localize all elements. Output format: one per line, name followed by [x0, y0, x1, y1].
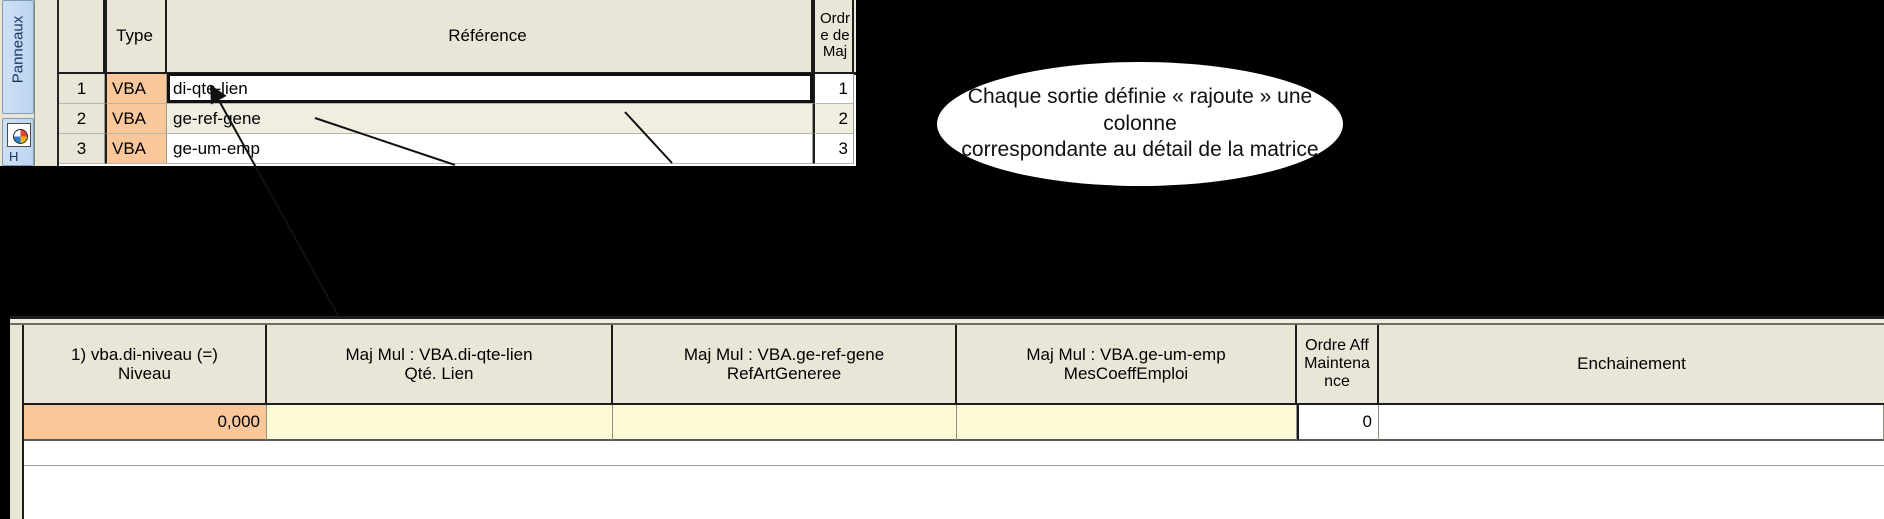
cell-qte-lien[interactable]	[267, 405, 613, 441]
row-ordre-maj[interactable]: 1	[813, 74, 854, 104]
top-col-header-type[interactable]: Type	[105, 0, 167, 72]
bottom-col-header-qte-lien[interactable]: Maj Mul : VBA.di-qte-lien Qté. Lien	[267, 325, 613, 403]
cell-mescoeffemploi[interactable]	[957, 405, 1297, 441]
bottom-grid-header-row: 1) vba.di-niveau (=) Niveau Maj Mul : VB…	[24, 325, 1884, 405]
sidebar-tab-palette[interactable]: H	[2, 118, 34, 166]
bottom-col-header-refartgeneree[interactable]: Maj Mul : VBA.ge-ref-gene RefArtGeneree	[613, 325, 957, 403]
row-type[interactable]: VBA	[105, 74, 167, 104]
top-col-header-reference[interactable]: Référence	[167, 0, 813, 72]
bottom-col-header-niveau-line1: 1) vba.di-niveau (=)	[71, 344, 218, 364]
bottom-col-header-mescoeffemploi[interactable]: Maj Mul : VBA.ge-um-emp MesCoeffEmploi	[957, 325, 1297, 403]
ordre-maj-line-3: Maj	[822, 43, 848, 61]
table-row[interactable]: 1 VBA di-qte-lien 1	[59, 74, 856, 104]
row-index: 3	[59, 134, 105, 164]
bottom-col-header-niveau[interactable]: 1) vba.di-niveau (=) Niveau	[24, 325, 267, 403]
cell-enchainement[interactable]	[1379, 405, 1884, 441]
bottom-col-header-ordre-aff-maintenance[interactable]: Ordre Aff Maintena nce	[1297, 325, 1379, 403]
cell-niveau[interactable]: 0,000	[24, 405, 267, 441]
top-grid-header-row: Type Référence Ordr e de Maj	[59, 0, 856, 75]
row-ordre-maj[interactable]: 3	[813, 134, 854, 164]
top-col-header-index[interactable]	[59, 0, 105, 72]
row-index: 1	[59, 74, 105, 104]
table-row[interactable]: 2 VBA ge-ref-gene 2	[59, 104, 856, 134]
callout-ellipse: Chaque sortie définie « rajoute » une co…	[937, 62, 1343, 186]
cell-ordre-aff-maintenance[interactable]: 0	[1297, 405, 1379, 441]
bottom-col-header-mescoeffemploi-line1: Maj Mul : VBA.ge-um-emp	[1026, 344, 1226, 364]
sidebar-tab-palette-label: H	[9, 149, 19, 164]
bottom-grid-screenshot: 1) vba.di-niveau (=) Niveau Maj Mul : VB…	[10, 316, 1884, 519]
callout-text: Chaque sortie définie « rajoute » une co…	[961, 84, 1319, 162]
table-row[interactable]: 3 VBA ge-um-emp 3	[59, 134, 856, 164]
bottom-col-header-refartgeneree-line1: Maj Mul : VBA.ge-ref-gene	[683, 344, 885, 364]
bottom-col-header-ordre-aff-line2: nce	[1324, 372, 1350, 390]
bottom-col-header-qte-lien-line1: Maj Mul : VBA.di-qte-lien	[345, 344, 533, 364]
top-col-header-ordre-maj[interactable]: Ordr e de Maj	[813, 0, 854, 72]
row-reference[interactable]: di-qte-lien	[167, 74, 813, 104]
bottom-col-header-qte-lien-line2: Qté. Lien	[404, 364, 474, 383]
table-row[interactable]: 0,000 0	[24, 405, 1884, 441]
row-ordre-maj[interactable]: 2	[813, 104, 854, 134]
bottom-grid-row-selector[interactable]	[10, 325, 24, 519]
sidebar-tab-panneaux-label: Panneaux	[9, 15, 27, 84]
row-index: 2	[59, 104, 105, 134]
bottom-col-header-enchainement[interactable]: Enchainement	[1379, 325, 1884, 403]
bottom-grid: 1) vba.di-niveau (=) Niveau Maj Mul : VB…	[10, 323, 1884, 519]
bottom-col-header-enchainement-line1: Enchainement	[1577, 354, 1686, 374]
panneaux-sidebar: Panneaux H	[0, 0, 35, 166]
top-grid-screenshot: Panneaux H Type Référence Ordr e de Maj …	[0, 0, 856, 166]
row-type[interactable]: VBA	[105, 134, 167, 164]
sidebar-tab-panneaux[interactable]: Panneaux	[2, 0, 34, 114]
bottom-col-header-mescoeffemploi-line2: MesCoeffEmploi	[1063, 364, 1189, 383]
row-reference[interactable]: ge-ref-gene	[167, 104, 813, 134]
palette-icon	[7, 123, 31, 147]
bottom-grid-empty-row[interactable]	[24, 443, 1884, 466]
ordre-maj-line-2: e de	[820, 26, 850, 44]
bottom-col-header-refartgeneree-line2: RefArtGeneree	[726, 364, 842, 383]
top-grid-gutter	[35, 0, 59, 166]
row-type[interactable]: VBA	[105, 104, 167, 134]
ordre-maj-line-1: Ordr	[820, 9, 850, 27]
bottom-col-header-niveau-line2: Niveau	[118, 364, 171, 383]
row-reference[interactable]: ge-um-emp	[167, 134, 813, 164]
bottom-col-header-ordre-aff-line1: Ordre Aff Maintena	[1304, 337, 1370, 373]
cell-refartgeneree[interactable]	[613, 405, 957, 441]
